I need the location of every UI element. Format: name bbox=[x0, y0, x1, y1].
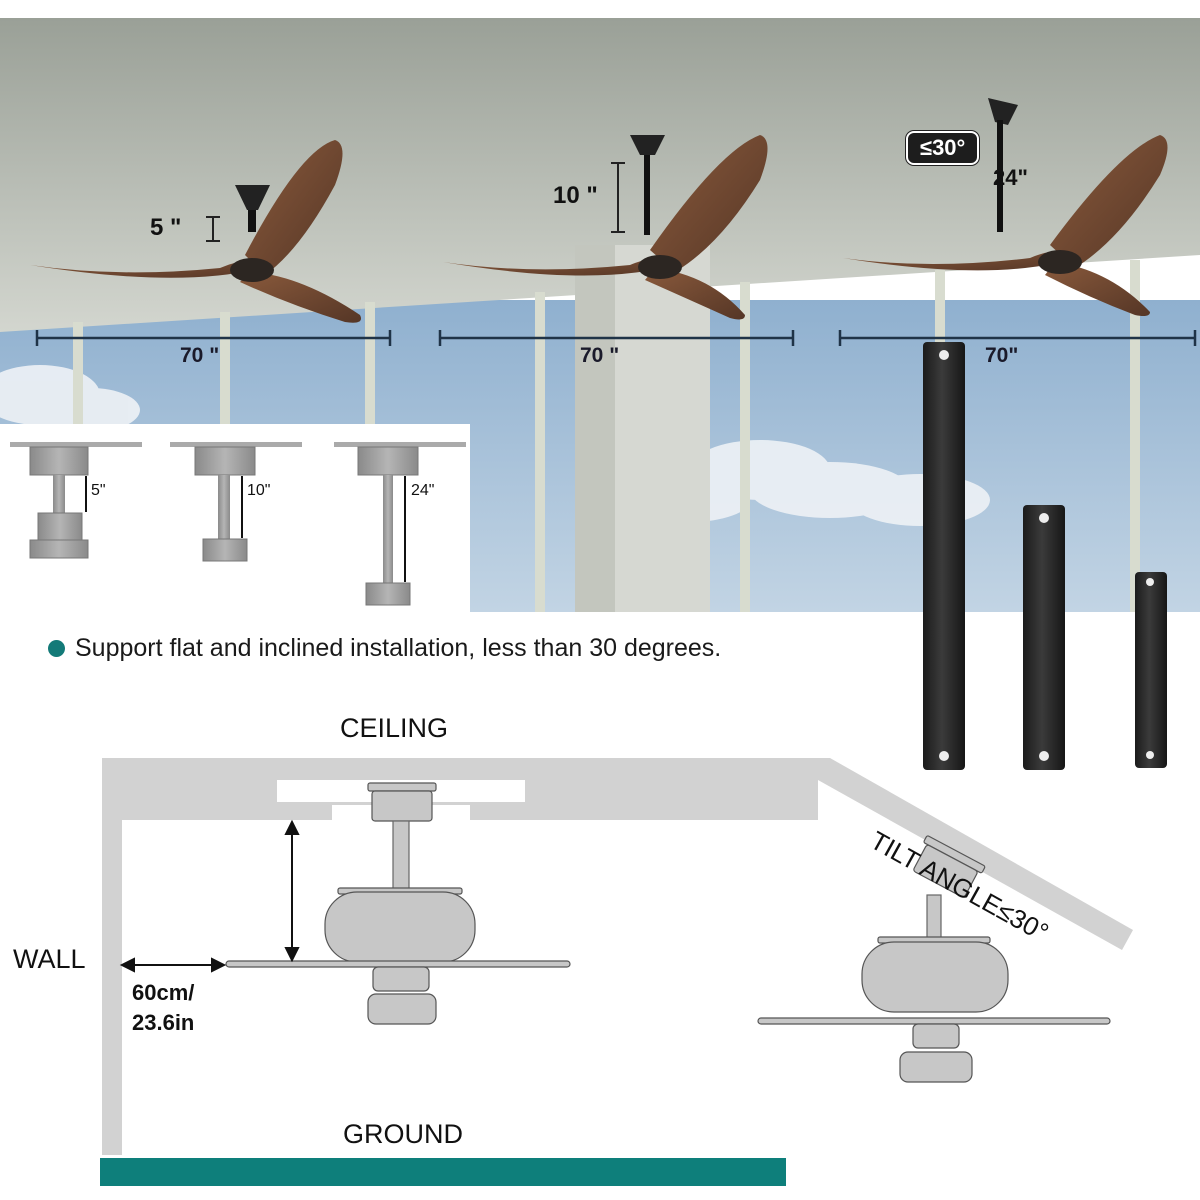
span-dimension-3 bbox=[838, 330, 1197, 346]
height-marker-10in bbox=[611, 162, 625, 233]
ceiling-label: CEILING bbox=[340, 713, 449, 743]
downrod-medium bbox=[1023, 505, 1065, 770]
inset-item-10in bbox=[170, 442, 302, 562]
inset-label-5in: 5" bbox=[91, 482, 106, 499]
inset-label-10in: 10" bbox=[247, 482, 271, 499]
fan-3-span-label: 70" bbox=[985, 344, 1019, 367]
fan-10-inch-downrod bbox=[443, 135, 768, 320]
wall-distance-imperial: 23.6in bbox=[132, 1010, 195, 1035]
wall-distance-metric: 60cm/ bbox=[132, 980, 195, 1005]
fan-flush-mount bbox=[30, 140, 361, 323]
span-dimension-1 bbox=[35, 330, 392, 346]
inset-item-24in bbox=[334, 442, 466, 606]
feature-bullet-text: Support flat and inclined installation, … bbox=[75, 634, 722, 662]
downrod-short bbox=[1135, 572, 1167, 768]
fan-3-downrod-label: 24" bbox=[993, 165, 1028, 190]
tilt-angle-badge: ≤30° bbox=[906, 131, 980, 165]
fan-1-downrod-label: 5 " bbox=[150, 214, 182, 241]
ground-label: GROUND bbox=[343, 1119, 463, 1149]
ground-bar bbox=[100, 1158, 786, 1186]
clearance-arrow-vertical bbox=[284, 819, 300, 963]
inset-label-24in: 24" bbox=[411, 482, 435, 499]
fan-1-span-label: 70 " bbox=[180, 344, 220, 367]
bullet-dot-icon bbox=[48, 640, 65, 657]
wall-distance-arrow bbox=[119, 957, 227, 973]
fan-24-inch-downrod bbox=[843, 98, 1168, 316]
diagram-fan-tilted bbox=[757, 835, 1111, 1083]
fan-2-downrod-label: 10 " bbox=[553, 182, 598, 209]
height-marker-5in bbox=[206, 216, 220, 242]
feature-bullet: Support flat and inclined installation, … bbox=[48, 634, 721, 663]
ceiling-surface bbox=[0, 18, 1200, 332]
downrod-long bbox=[923, 342, 965, 770]
span-dimension-2 bbox=[438, 330, 795, 346]
fan-2-span-label: 70 " bbox=[580, 344, 620, 367]
wall-label: WALL bbox=[13, 944, 86, 974]
inset-item-5in bbox=[10, 442, 142, 559]
diagram-fan-flat bbox=[225, 782, 571, 1025]
downrod-inset-diagrams bbox=[10, 442, 466, 606]
